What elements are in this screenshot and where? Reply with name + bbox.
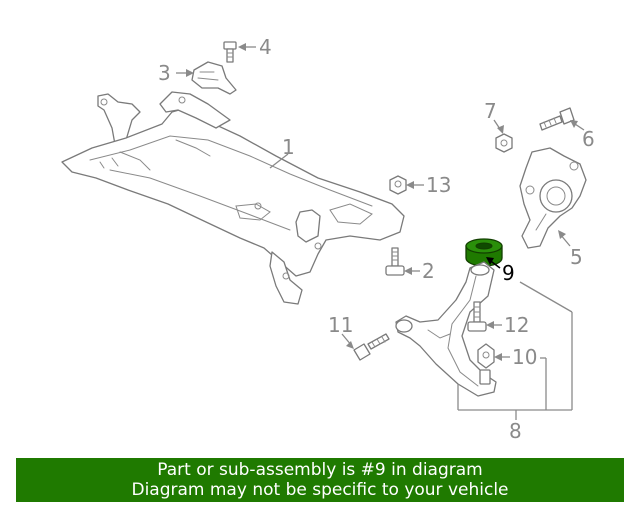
callout-5: 5 <box>570 245 583 269</box>
nut-part-13 <box>389 175 407 195</box>
bolt-part-4 <box>223 41 237 63</box>
callout-2: 2 <box>422 259 435 283</box>
leader-lines <box>176 43 585 420</box>
callout-8: 8 <box>509 419 522 443</box>
info-banner: Part or sub-assembly is #9 in diagram Di… <box>16 458 624 502</box>
nut-part-7 <box>495 133 513 153</box>
callout-7: 7 <box>484 99 497 123</box>
bolt-part-11 <box>353 333 390 361</box>
callout-12: 12 <box>504 313 529 337</box>
parts-diagram: 4 3 1 7 6 13 2 5 9 11 12 10 8 <box>61 35 595 443</box>
callout-9: 9 <box>502 261 515 285</box>
banner-line-disclaimer: Diagram may not be specific to your vehi… <box>131 480 509 500</box>
bracket-part-3 <box>191 61 237 95</box>
callout-6: 6 <box>582 127 595 151</box>
bolt-part-12 <box>467 301 487 332</box>
callout-13: 13 <box>426 173 451 197</box>
nut-part-10 <box>477 343 495 369</box>
callout-11: 11 <box>328 313 353 337</box>
callout-4: 4 <box>259 35 272 59</box>
callout-1: 1 <box>282 135 295 159</box>
bolt-part-2 <box>385 247 405 276</box>
banner-line-part-number: Part or sub-assembly is #9 in diagram <box>157 460 483 480</box>
callout-3: 3 <box>158 61 171 85</box>
knuckle-part-5 <box>519 147 587 249</box>
subframe-part-1 <box>61 91 405 305</box>
callout-10: 10 <box>512 345 537 369</box>
bushing-part-9 <box>465 238 503 267</box>
bolt-part-6 <box>539 107 575 131</box>
